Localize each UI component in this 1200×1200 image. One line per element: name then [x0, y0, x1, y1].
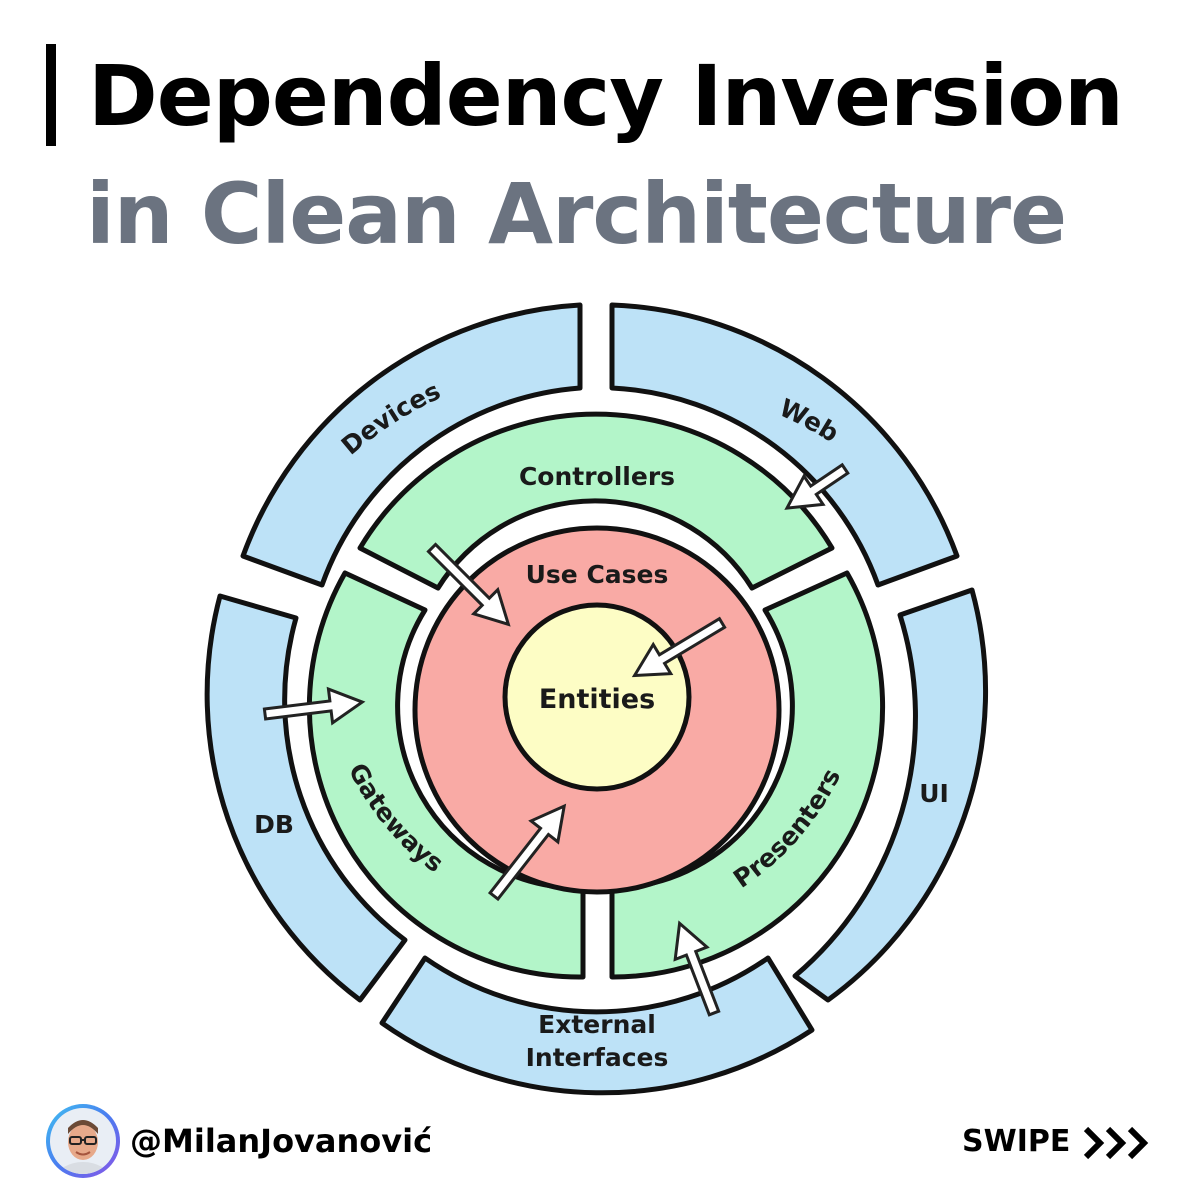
db-segment	[204, 593, 408, 1003]
controllers-segment	[357, 411, 835, 591]
presenters-segment	[609, 570, 886, 980]
swipe-label: SWIPE	[962, 1124, 1071, 1159]
gateways-segment	[306, 570, 586, 980]
avatar-portrait-icon	[50, 1108, 116, 1174]
entities-circle	[502, 602, 692, 792]
triple-chevron-right-icon	[1083, 1126, 1149, 1160]
devices-segment	[240, 302, 583, 588]
external-interfaces-segment	[379, 955, 815, 1096]
web-segment	[609, 302, 960, 588]
arrow-presenters-to-entities	[631, 616, 727, 678]
entities-label: Entities	[539, 684, 655, 715]
external-label-line-1: External	[538, 1010, 656, 1039]
external-label-line-2: Interfaces	[526, 1043, 669, 1072]
ui-label: UI	[919, 779, 949, 808]
adapters-ring	[306, 411, 886, 980]
title-line-1: Dependency Inversion	[88, 47, 1124, 145]
avatar	[46, 1104, 120, 1178]
use-cases-label: Use Cases	[526, 560, 669, 589]
arrow-external-to-presenters	[673, 920, 721, 1017]
arrow-gateways-to-usecases	[487, 803, 567, 902]
dependency-arrows	[262, 462, 850, 1017]
ui-segment	[792, 587, 989, 1003]
title-accent-bar	[46, 44, 56, 146]
author-handle: @MilanJovanović	[130, 1122, 433, 1160]
title-line-2: in Clean Architecture	[86, 165, 1067, 263]
controllers-label: Controllers	[519, 462, 675, 491]
arrow-web-to-controllers	[784, 462, 850, 510]
arrow-db-to-gateways	[262, 686, 366, 726]
arrow-controllers-to-usecases	[426, 542, 511, 627]
frameworks-ring	[204, 302, 989, 1096]
db-label: DB	[254, 810, 294, 839]
